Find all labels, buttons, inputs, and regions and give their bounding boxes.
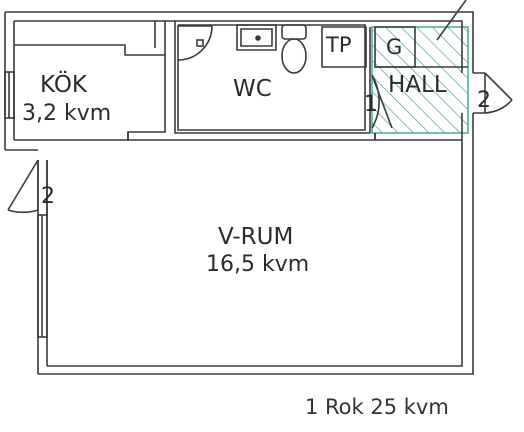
wc-label: WC bbox=[233, 76, 272, 102]
kitchen-area-label: 3,2 kvm bbox=[22, 101, 112, 126]
living-room-area-label: 16,5 kvm bbox=[206, 252, 310, 277]
tp-box bbox=[321, 26, 367, 68]
entrance-door-mark: 2 bbox=[477, 88, 491, 113]
toilet-tank bbox=[281, 24, 307, 40]
living-room-label: V-RUM bbox=[218, 224, 294, 250]
tp-label: TP bbox=[326, 33, 352, 57]
wc-small-square bbox=[196, 39, 204, 47]
outer-wall bbox=[5, 11, 474, 73]
side-door bbox=[7, 159, 39, 214]
g-label: G bbox=[386, 35, 403, 59]
entrance-door bbox=[473, 72, 513, 114]
hall-door bbox=[371, 74, 393, 129]
hall-label: HALL bbox=[388, 72, 447, 98]
kitchen-label: KÖK bbox=[40, 72, 88, 98]
side-door-mark: 2 bbox=[41, 184, 55, 209]
hall-door-mark: 1 bbox=[364, 92, 378, 117]
wc-door-arc bbox=[177, 25, 213, 61]
wc-wall bbox=[174, 21, 370, 134]
toilet-bowl bbox=[281, 38, 307, 74]
sink bbox=[236, 24, 277, 51]
hall-diagonal bbox=[436, 0, 467, 41]
walls bbox=[4, 0, 513, 375]
apartment-summary: 1 Rok 25 kvm bbox=[305, 395, 449, 419]
